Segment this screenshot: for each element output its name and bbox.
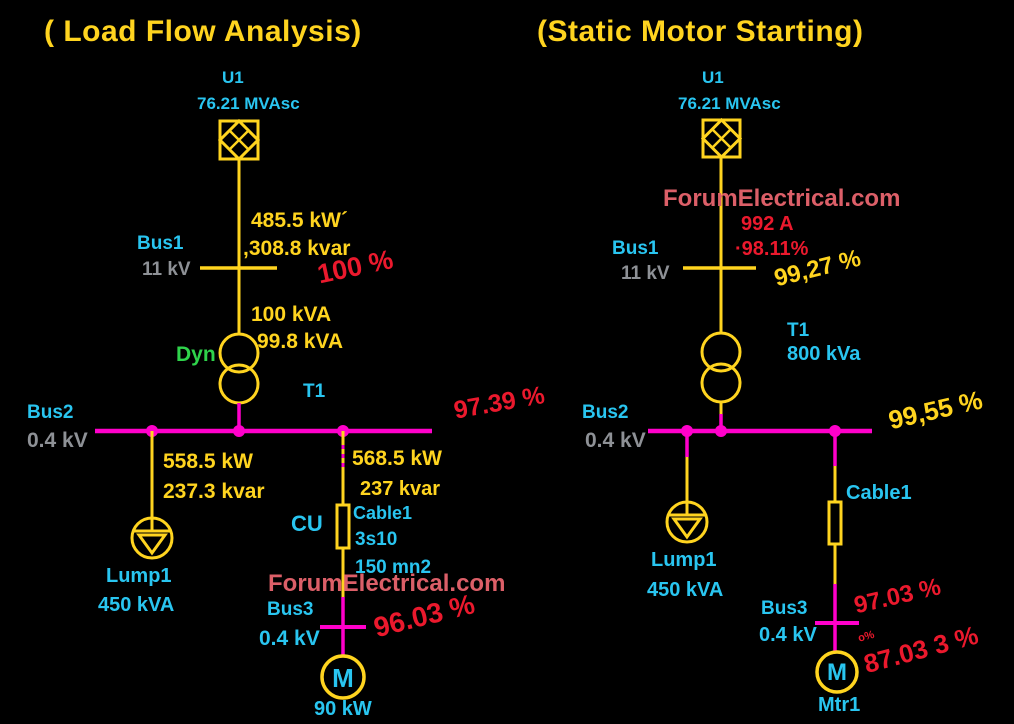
right-bus1-name: Bus1 [612,238,659,259]
right-transformer-rating: 800 kVa [787,343,861,365]
right-bus3-name: Bus3 [761,598,808,619]
right-motor-name: Mtr1 [818,694,861,716]
left-transformer-flow: 99.8 kVA [257,330,343,353]
left-transformer-vector-group: Dyn [176,343,216,366]
left-watermark: ForumElectrical.com [268,570,506,597]
right-bus2-name: Bus2 [582,402,629,423]
left-cable-symbol [335,503,351,550]
right-motor-symbol [815,650,859,694]
left-lump-load-symbol [130,516,174,560]
left-transformer-name: T1 [303,381,326,402]
left-transformer-rating: 100 kVA [251,303,332,326]
right-cable-symbol [827,500,843,546]
right-bus2-node-tx [715,425,727,437]
left-utility-rating: 76.21 MVAsc [197,94,300,113]
right-utility-symbol [700,117,743,160]
left-bus2-node-tx [233,425,245,437]
left-cable-name: Cable1 [353,503,413,523]
right-motor-letter: M [827,659,847,686]
right-bus1-voltage-pct: ·98.11% [735,238,809,260]
left-lump-feeder-kw: 558.5 kW [163,450,253,473]
right-transformer-name: T1 [787,320,810,341]
right-watermark: ForumElectrical.com [663,185,901,212]
left-lump-feeder-kvar: 237.3 kvar [163,480,265,503]
left-utility-symbol [217,118,261,162]
left-bus1-voltage: 11 kV [142,259,191,280]
left-lump-name: Lump1 [106,565,172,587]
right-cable-name: Cable1 [846,482,912,504]
right-utility-rating: 76.21 MVAsc [678,94,781,113]
left-motor-rating: 90 kW [314,698,372,720]
left-cable-feeder-kw: 568.5 kW [352,447,442,470]
right-transformer-symbol [700,331,742,404]
right-bus1-voltage: 11 kV [621,263,670,284]
right-bus2-voltage: 0.4 kV [585,429,646,452]
left-cable-feeder-kvar: 237 kvar [360,478,441,500]
left-bus1-flow-kw: 485.5 kW´ [251,209,348,232]
right-lump-rating: 450 kVA [647,579,724,601]
left-lump-rating: 450 kVA [98,594,175,616]
right-panel-title: (Static Motor Starting) [537,15,864,48]
left-bus2-voltage: 0.4 kV [27,429,88,452]
left-motor-letter: M [332,663,354,693]
left-bus1-name: Bus1 [137,233,184,254]
right-lump-load-symbol [665,500,709,544]
right-bus1-current: 992 A [741,213,794,235]
left-utility-name: U1 [222,68,244,87]
left-bus3-voltage: 0.4 kV [259,627,320,650]
right-lump-name: Lump1 [651,549,717,571]
left-cable-material: CU [291,511,323,536]
left-transformer-symbol [218,332,260,405]
left-panel-title: ( Load Flow Analysis) [44,15,362,48]
right-bus3-voltage: 0.4 kV [759,624,817,646]
left-cable-size: 3s10 [355,529,398,550]
left-cable-area: 150 mn2 [355,557,432,578]
left-bus3-name: Bus3 [267,599,314,620]
left-bus1-flow-kvar: ,308.8 kvar [243,237,351,260]
left-motor-symbol [320,654,366,700]
left-bus2-name: Bus2 [27,402,74,423]
right-utility-name: U1 [702,68,724,87]
